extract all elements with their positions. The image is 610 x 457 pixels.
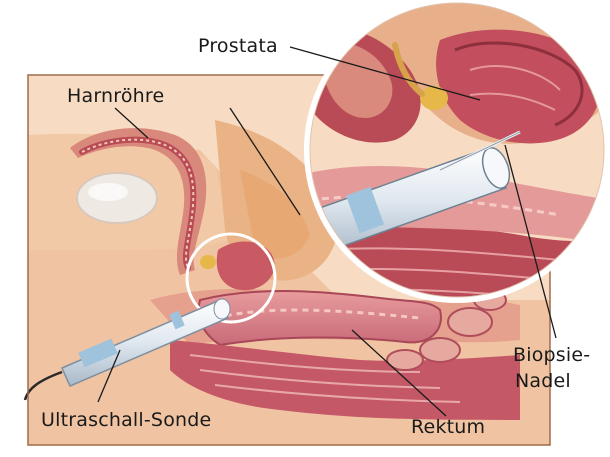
probe-cable [23,370,63,401]
label-prostata: Prostata [198,35,278,57]
leader-lines [97,46,557,417]
ultrasound-probe [61,298,231,387]
label-biopsie-line1: Biopsie- [513,344,590,366]
leader-biopsie [504,144,557,339]
leader-rektum [351,329,447,417]
leader-prostata [289,46,481,101]
label-biopsie-line2: Nadel [515,370,571,392]
leader-bladder [229,107,301,216]
label-rektum: Rektum [411,416,485,438]
leader-ultraschall [97,349,121,403]
leader-harnroehre [114,107,149,139]
label-ultraschall-sonde: Ultraschall-Sonde [41,409,211,431]
magnified-inset [304,0,610,303]
ultrasound-probe-magnified [309,147,511,256]
label-harnroehre: Harnröhre [67,85,164,107]
